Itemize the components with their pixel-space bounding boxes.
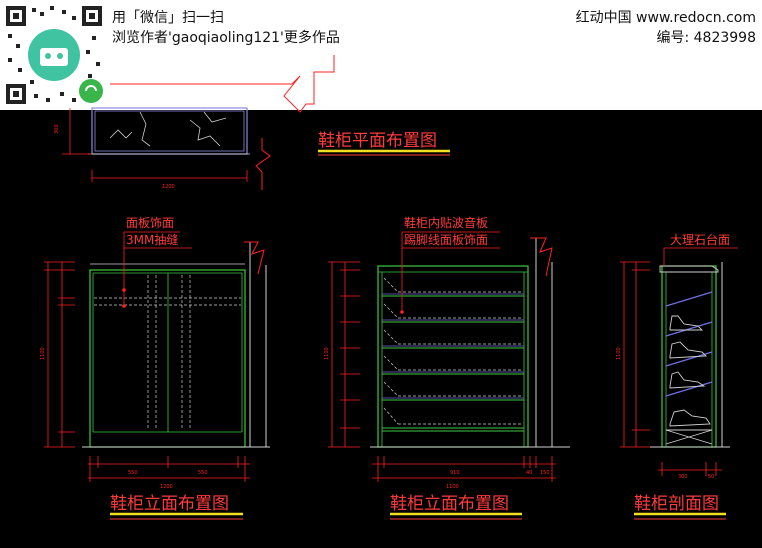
inner-title: 鞋柜立面布置图 [390, 494, 509, 514]
inner-shelf-backs [382, 293, 524, 399]
front-dim-1: 550 [128, 470, 138, 476]
section-dim-1: 300 [678, 474, 688, 480]
plan-dim-depth: 300 [54, 124, 60, 134]
shoe-icon [665, 315, 713, 445]
inner-shelves [382, 295, 524, 432]
plan-outline [91, 107, 248, 155]
inner-elevation: 鞋柜内贴波音板 踢脚线面板饰面 1100 910 40 150 1100 鞋柜立… [324, 215, 570, 520]
plan-view: 300 1200 鞋柜平面布置图 [54, 55, 450, 190]
header-banner: 用「微信」扫一扫 浏览作者'gaoqiaoling121'更多作品 红动中国 w… [0, 0, 762, 110]
marble-top [659, 265, 719, 273]
section-view: 大理石台面 1100 300 50 鞋柜剖面图 [616, 232, 738, 520]
inner-dim-total: 1100 [446, 484, 459, 490]
section-dim-2: 50 [708, 474, 714, 480]
qr-code-icon[interactable] [2, 2, 106, 108]
front-dim-2: 550 [198, 470, 208, 476]
front-label-2: 3MM抽缝 [126, 232, 178, 247]
author-link[interactable]: 浏览作者'gaoqiaoling121'更多作品 [112, 30, 340, 46]
inner-label-1: 鞋柜内贴波音板 [404, 215, 488, 230]
plan-title: 鞋柜平面布置图 [318, 131, 437, 151]
section-title: 鞋柜剖面图 [634, 494, 719, 514]
marble-pattern [109, 129, 133, 139]
site-name[interactable]: 红动中国 www.redocn.com [575, 10, 756, 26]
front-elevation: 面板饰面 3MM抽缝 1100 550 550 1200 鞋柜立面布置图 [40, 216, 270, 520]
plan-dim-width: 1200 [162, 184, 175, 190]
inner-dim-height: 1100 [324, 347, 330, 360]
section-dim-height: 1100 [616, 347, 622, 360]
front-title: 鞋柜立面布置图 [110, 494, 229, 514]
inner-cabinet-outline [377, 265, 529, 448]
front-dim-total: 1200 [160, 484, 173, 490]
inner-break [530, 237, 553, 277]
inner-dim-3: 150 [540, 470, 550, 476]
front-break [244, 241, 265, 275]
front-cabinet-outline [89, 269, 246, 448]
inner-label-2: 踢脚线面板饰面 [404, 232, 488, 247]
section-label-1: 大理石台面 [670, 232, 730, 247]
inner-dim-2: 40 [526, 470, 532, 476]
break-line [255, 138, 271, 190]
front-label-1: 面板饰面 [126, 216, 174, 230]
inner-dim-1: 910 [450, 470, 460, 476]
scan-text: 用「微信」扫一扫 [112, 10, 224, 26]
front-dim-height: 1100 [40, 347, 46, 360]
hidden-lines [94, 275, 241, 430]
image-id: 编号: 4823998 [656, 30, 756, 46]
